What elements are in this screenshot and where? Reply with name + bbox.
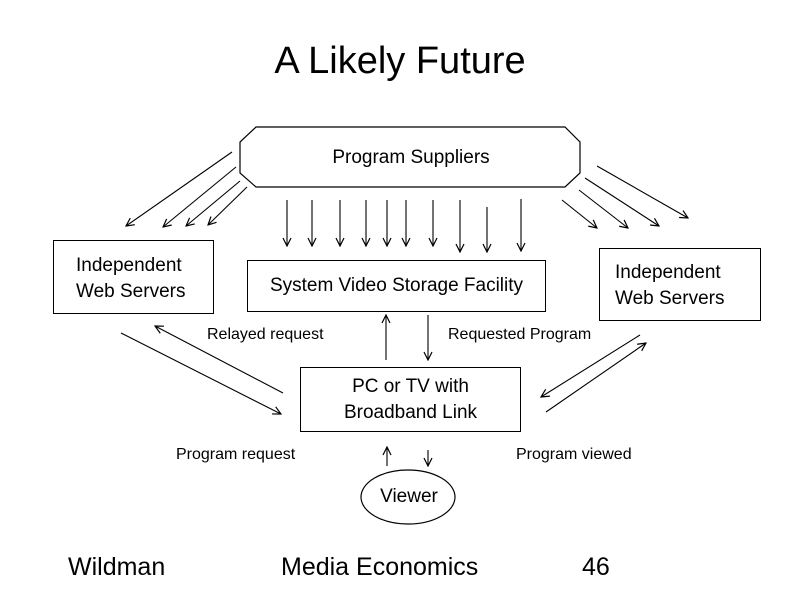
footer-course: Media Economics (281, 553, 479, 581)
pc-tv-line2: Broadband Link (343, 401, 478, 423)
right-web-servers-line1: Independent (615, 262, 721, 283)
arrow-17 (561, 199, 597, 228)
right-web-servers-line2: Web Servers (615, 288, 725, 309)
arrow-21 (120, 332, 281, 414)
requested-program-label: Requested Program (448, 326, 592, 343)
storage-facility-box: System Video Storage Facility (247, 260, 546, 312)
program-request-label: Program request (176, 446, 296, 463)
right-web-servers-box: Independent Web Servers (599, 248, 761, 321)
program-suppliers-label: Program Suppliers (332, 147, 490, 168)
arrow-3 (208, 186, 248, 225)
arrow-22 (541, 334, 641, 397)
pc-tv-box: PC or TV with Broadband Link (300, 367, 521, 432)
arrow-20 (155, 326, 284, 394)
relayed-request-label: Relayed request (207, 326, 324, 343)
program-suppliers-label-box: Program Suppliers (256, 145, 566, 171)
pc-tv-line1: PC or TV with (352, 375, 469, 397)
viewer-label: Viewer (380, 486, 438, 507)
arrow-0 (126, 151, 233, 226)
left-web-servers-box: Independent Web Servers (53, 240, 214, 314)
program-viewed-label: Program viewed (516, 446, 632, 463)
arrow-group (120, 151, 688, 466)
storage-facility-label: System Video Storage Facility (269, 275, 524, 296)
viewer-shape (360, 469, 456, 525)
arrow-23 (545, 343, 646, 413)
viewer-label-box: Viewer (362, 484, 456, 510)
arrow-15 (584, 177, 659, 226)
footer-page-number: 46 (582, 553, 610, 581)
arrow-14 (596, 165, 688, 218)
arrow-1 (163, 166, 237, 227)
slide-title: A Likely Future (274, 40, 526, 82)
program-suppliers-shape (239, 126, 581, 188)
left-web-servers-line2: Web Servers (76, 281, 186, 302)
arrow-16 (578, 189, 628, 228)
left-web-servers-line1: Independent (76, 255, 182, 276)
arrow-2 (186, 180, 241, 226)
footer-author: Wildman (68, 553, 166, 581)
